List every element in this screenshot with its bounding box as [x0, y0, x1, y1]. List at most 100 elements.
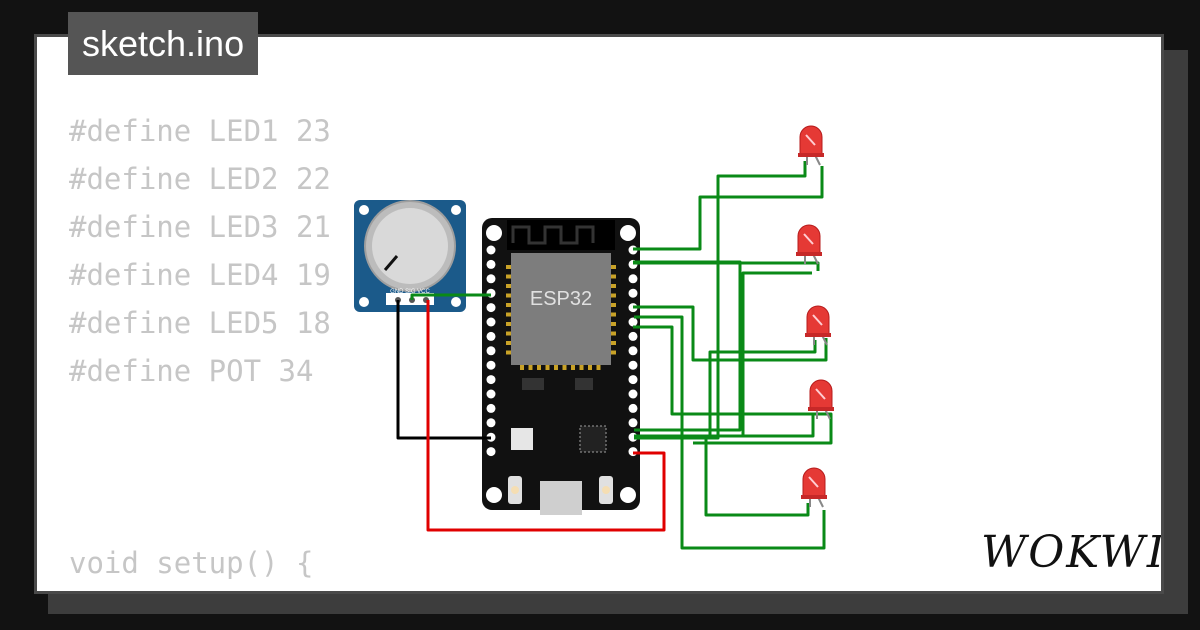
led-rim	[808, 407, 834, 411]
module-pin	[506, 322, 511, 326]
module-pin	[611, 293, 616, 298]
header-pin	[486, 346, 496, 356]
code-line: #define LED2 22	[69, 162, 331, 196]
header-pin	[486, 375, 496, 385]
module-pin	[611, 331, 616, 336]
module-pin	[506, 341, 511, 345]
header-pin	[628, 331, 638, 341]
header-pin	[628, 403, 638, 413]
header-pin	[628, 360, 638, 370]
wokwi-logo: WOKWI	[981, 527, 1164, 578]
module-pin	[506, 293, 511, 298]
mount-hole	[359, 205, 369, 215]
wire-vcc[interactable]	[426, 300, 666, 532]
led-highlight	[812, 314, 823, 326]
knob[interactable]	[372, 208, 448, 284]
wires	[396, 161, 833, 550]
chip-component	[575, 378, 593, 390]
header-pin	[486, 447, 496, 457]
led-4[interactable]	[808, 379, 834, 420]
header-pin	[486, 245, 496, 255]
led-2[interactable]	[796, 224, 822, 265]
module-pin	[506, 331, 511, 336]
module-pin	[506, 274, 511, 279]
wire-led4-gnd[interactable]	[634, 415, 815, 438]
en-button-cap	[511, 486, 519, 494]
wire-led3[interactable]	[633, 305, 828, 362]
header-pin	[486, 259, 496, 269]
code-line: #define LED4 19	[69, 258, 331, 292]
left-pin-row	[486, 245, 496, 457]
module-pin	[611, 341, 616, 345]
led-highlight	[815, 388, 826, 400]
code-line: #define LED1 23	[69, 114, 331, 148]
header-pin	[628, 346, 638, 356]
mount-hole	[486, 487, 502, 503]
mount-hole	[451, 205, 461, 215]
module-pin	[520, 365, 524, 370]
wire-gnd-bus[interactable]	[634, 161, 807, 440]
module-pin	[611, 284, 616, 288]
wire-led2-gnd[interactable]	[634, 271, 812, 438]
code-editor: #define LED1 23 #define LED2 22 #define LE…	[69, 107, 331, 580]
module-pin	[506, 284, 511, 288]
code-line: #define LED3 21	[69, 210, 331, 244]
led-rim	[796, 252, 822, 256]
module-pin	[506, 312, 511, 317]
header-pin	[486, 303, 496, 313]
module-pin	[611, 303, 616, 307]
led-highlight	[808, 476, 819, 488]
file-tab[interactable]: sketch.ino	[68, 12, 259, 75]
header-pin	[486, 389, 496, 399]
module-pin	[611, 265, 616, 269]
header-pin	[486, 418, 496, 428]
led-highlight	[803, 233, 814, 245]
module-pin	[562, 365, 567, 370]
wire-led4[interactable]	[633, 325, 833, 445]
antenna-trace	[511, 225, 595, 245]
right-pin-row	[628, 245, 638, 457]
code-line: #define POT 34	[69, 354, 314, 388]
module-pin	[545, 365, 550, 370]
wire-led3-gnd[interactable]	[634, 340, 817, 438]
wire-led1-gnd[interactable]	[633, 260, 742, 432]
module-pin	[588, 365, 592, 370]
module-pin	[611, 322, 616, 326]
usb-chip	[579, 425, 607, 453]
led-5[interactable]	[801, 467, 827, 508]
wire-led1[interactable]	[633, 166, 824, 251]
code-line: #define LED5 18	[69, 306, 331, 340]
wire-led5[interactable]	[634, 315, 826, 550]
header-pin	[628, 288, 638, 298]
board-label: ESP32	[530, 288, 592, 310]
header-pin	[486, 403, 496, 413]
led-rim	[805, 333, 831, 337]
wire-led2[interactable]	[633, 261, 820, 271]
pot-pin-labels: GND SIG VCC	[390, 289, 430, 295]
circuit-diagram: GND SIG VCC ESP32	[354, 125, 834, 550]
esp32-board[interactable]: ESP32	[482, 218, 640, 515]
leds	[796, 125, 834, 508]
module-pin	[554, 365, 558, 370]
module-pin	[611, 350, 616, 355]
wire-led5-gnd[interactable]	[634, 434, 810, 517]
header-pin	[486, 274, 496, 284]
header-pin	[486, 360, 496, 370]
wire-gnd[interactable]	[396, 300, 491, 440]
led-rim	[798, 153, 824, 157]
mount-hole	[620, 487, 636, 503]
boot-button-cap	[602, 486, 610, 494]
wire-pot-signal[interactable]	[410, 293, 491, 300]
module-pin	[537, 365, 541, 370]
potentiometer[interactable]: GND SIG VCC	[354, 200, 466, 312]
led-3[interactable]	[805, 305, 831, 346]
module-pin	[506, 265, 511, 269]
header-pin	[486, 317, 496, 327]
module-pins	[506, 265, 616, 370]
mount-hole	[620, 225, 636, 241]
mount-hole	[486, 225, 502, 241]
knob-indicator	[383, 255, 399, 271]
led-1[interactable]	[798, 125, 824, 166]
header-pin	[628, 375, 638, 385]
led-rim	[801, 495, 827, 499]
